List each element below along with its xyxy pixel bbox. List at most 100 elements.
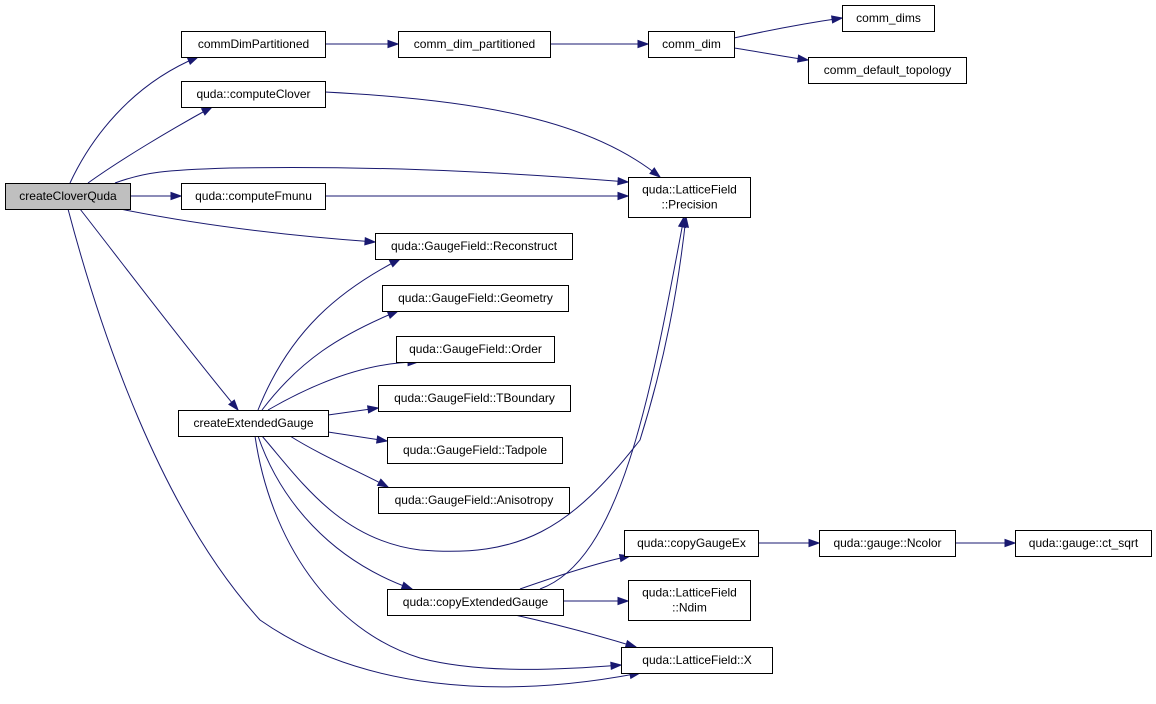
edge-computeClover-to-Precision [324,91,662,178]
node-X[interactable]: quda::LatticeField::X [621,647,773,674]
node-label: comm_default_topology [824,63,951,77]
node-box [178,410,329,437]
node-label: quda::GaugeField::TBoundary [394,391,555,405]
node-createExtendedGauge[interactable]: createExtendedGauge [178,410,329,437]
node-label: quda::GaugeField::Geometry [398,291,553,305]
node-label: comm_dim [662,37,721,51]
node-box [628,177,751,218]
node-Reconstruct[interactable]: quda::GaugeField::Reconstruct [375,233,573,260]
node-Precision[interactable]: quda::LatticeField::Precision [628,177,751,218]
edge-createCloverQuda-to-Reconstruct [119,208,377,246]
arrowhead [387,39,400,49]
node-label: ::Ndim [672,601,707,615]
edge-line [69,56,199,184]
edge-copyExtendedGauge-to-Precision [539,215,687,590]
edge-line [67,208,641,688]
edge-line [539,216,685,590]
arrowhead [797,54,810,63]
edge-line [519,555,631,590]
edge-line [514,614,637,648]
node-label: quda::LatticeField::X [642,653,751,667]
node-label: quda::GaugeField::Reconstruct [391,239,558,253]
node-comm_default_topology[interactable]: comm_default_topology [808,57,967,84]
node-computeFmunu[interactable]: quda::computeFmunu [181,183,326,210]
edge-line [257,435,413,590]
node-box [621,647,773,674]
node-box [1015,530,1152,557]
node-createCloverQuda[interactable]: createCloverQuda [5,183,131,210]
node-box [378,385,571,412]
node-box [375,233,573,260]
node-box [398,31,551,58]
arrowhead [388,258,402,268]
node-copyGaugeEx[interactable]: quda::copyGaugeEx [624,530,759,557]
node-commDimPartitioned[interactable]: commDimPartitioned [181,31,326,58]
node-Geometry[interactable]: quda::GaugeField::Geometry [382,285,569,312]
node-Tadpole[interactable]: quda::GaugeField::Tadpole [387,437,563,464]
arrowhead [1004,538,1017,548]
node-box [181,183,326,210]
arrowhead [624,639,638,648]
arrowhead [677,215,687,229]
arrowhead [386,310,400,319]
nodes-layer: createCloverQuda commDimPartitioned comm_d… [5,5,1152,674]
node-label: createExtendedGauge [193,416,313,430]
node-label: quda::GaugeField::Tadpole [403,443,547,457]
node-label: comm_dim_partitioned [414,37,535,51]
node-label: quda::LatticeField [642,586,737,600]
node-label: quda::computeClover [196,87,310,101]
edge-createCloverQuda-to-Precision [114,167,630,186]
arrowhead [186,56,200,65]
edge-copyExtendedGauge-to-copyGaugeEx [519,554,632,590]
edge-line [324,91,661,178]
node-label: ::Precision [661,198,717,212]
node-copyExtendedGauge[interactable]: quda::copyExtendedGauge [387,589,564,616]
node-box [396,336,555,363]
node-box [181,81,326,108]
node-ct_sqrt[interactable]: quda::gauge::ct_sqrt [1015,530,1152,557]
node-Anisotropy[interactable]: quda::GaugeField::Anisotropy [378,487,570,514]
edge-createExtendedGauge-to-Anisotropy [289,435,390,488]
node-box [624,530,759,557]
node-box [5,183,131,210]
arrowhead [200,106,214,116]
node-comm_dim[interactable]: comm_dim [648,31,735,58]
node-computeClover[interactable]: quda::computeClover [181,81,326,108]
edges-layer [67,15,1017,688]
node-box [842,5,935,32]
edge-line [119,208,376,243]
edge-createExtendedGauge-to-Tadpole [327,431,389,444]
edge-line [261,216,687,552]
node-TBoundary[interactable]: quda::GaugeField::TBoundary [378,385,571,412]
arrowhead [400,581,414,590]
edge-createExtendedGauge-to-copyExtendedGauge [257,435,414,590]
edge-copyGaugeEx-to-Ncolor [758,538,821,548]
arrowhead [376,478,390,488]
arrowhead [831,15,844,24]
node-label: quda::GaugeField::Anisotropy [395,493,554,507]
node-Ncolor[interactable]: quda::gauge::Ncolor [819,530,956,557]
node-label: commDimPartitioned [198,37,309,51]
edge-createCloverQuda-to-computeClover [87,106,214,184]
edge-line [733,17,843,39]
edge-line [257,258,401,411]
node-box [387,437,563,464]
arrowhead [637,39,650,49]
edge-createCloverQuda-to-createExtendedGauge [79,208,239,412]
node-label: quda::computeFmunu [195,189,312,203]
arrowhead [367,405,380,414]
arrowhead [617,176,630,186]
node-label: quda::gauge::ct_sqrt [1029,536,1139,550]
node-Order[interactable]: quda::GaugeField::Order [396,336,555,363]
edge-line [114,167,629,184]
node-comm_dims[interactable]: comm_dims [842,5,935,32]
arrowhead [617,191,630,201]
node-Ndim[interactable]: quda::LatticeField::Ndim [628,580,751,621]
edge-createCloverQuda-to-commDimPartitioned [69,56,200,184]
node-label: comm_dims [856,11,921,25]
node-comm_dim_partitioned[interactable]: comm_dim_partitioned [398,31,551,58]
edge-line [254,435,622,670]
edge-createExtendedGauge-to-Geometry [261,310,400,411]
edge-line [79,208,239,411]
arrowhead [364,237,377,246]
